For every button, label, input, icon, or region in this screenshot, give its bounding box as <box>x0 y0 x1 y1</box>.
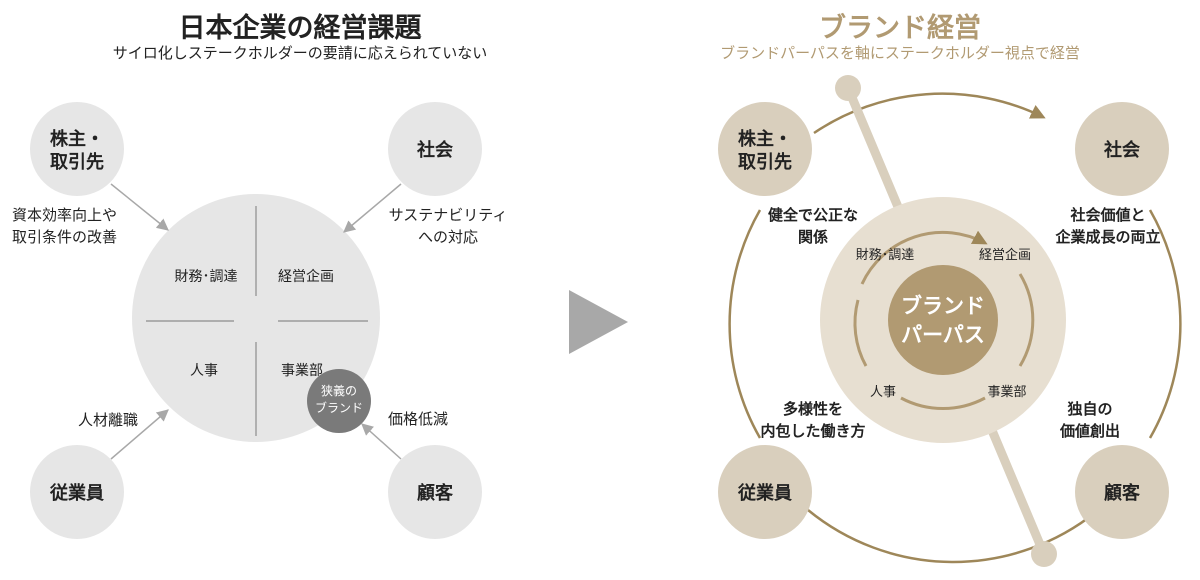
right-dept-hr: 人事 <box>870 385 896 400</box>
dept-hr: 人事 <box>190 363 218 379</box>
left-employees-label: 従業員 <box>49 482 104 504</box>
issue-customers: 価格低減 <box>388 410 448 428</box>
purpose-line1: ブランド <box>901 294 985 318</box>
left-shareholders-line1: 株主・ <box>50 128 104 150</box>
arrow-shareholders <box>110 183 169 231</box>
right-stakeholder-shareholders: 株主・ 取引先 <box>718 102 812 196</box>
right-society-label: 社会 <box>1104 139 1140 161</box>
value-shareholders-line1: 健全で公正な <box>768 206 858 224</box>
left-shareholders-line2: 取引先 <box>50 151 104 173</box>
left-stakeholder-customers: 顧客 <box>388 445 482 539</box>
outer-arc-top <box>813 92 1046 135</box>
dept-finance: 財務･調達 <box>175 269 238 285</box>
left-diagram: 財務･調達 経営企画 人事 事業部 狭義の ブランド 株主・ 取引先 社会 従業… <box>12 102 507 539</box>
left-customers-label: 顧客 <box>417 482 454 504</box>
inner-arc-right <box>1018 273 1035 367</box>
right-stakeholder-customers: 顧客 <box>1075 445 1169 539</box>
narrow-brand-badge: 狭義の ブランド <box>307 369 371 433</box>
outer-arc-bottom <box>807 509 1097 564</box>
transition-arrow <box>569 290 628 354</box>
issue-society-line1: サステナビリティ <box>389 206 508 224</box>
outer-arc-right <box>1148 209 1182 439</box>
right-customers-label: 顧客 <box>1104 482 1141 504</box>
right-subtitle: ブランドパーパスを軸にステークホルダー視点で経営 <box>720 44 1080 62</box>
narrow-brand-line2: ブランド <box>315 400 363 415</box>
arrow-employees <box>110 409 169 460</box>
left-society-label: 社会 <box>417 139 453 161</box>
right-shareholders-line2: 取引先 <box>738 151 792 173</box>
right-employees-label: 従業員 <box>737 482 792 504</box>
dept-planning: 経営企画 <box>278 268 334 285</box>
value-customers-line2: 価値創出 <box>1059 422 1120 440</box>
left-stakeholder-society: 社会 <box>388 102 482 196</box>
narrow-brand-line1: 狭義の <box>321 383 357 398</box>
left-title: 日本企業の経営課題 <box>178 13 422 44</box>
inner-arc-left <box>853 299 868 367</box>
value-customers-line1: 独自の <box>1067 400 1112 418</box>
right-dept-finance: 財務･調達 <box>856 248 915 263</box>
left-stakeholder-shareholders: 株主・ 取引先 <box>30 102 124 196</box>
brand-purpose-core: ブランド パーパス <box>888 265 998 375</box>
right-shareholders-line1: 株主・ <box>738 128 792 150</box>
dept-business: 事業部 <box>281 363 323 379</box>
axis-bottom-knob <box>1031 541 1057 567</box>
issue-shareholders-line1: 資本効率向上や <box>12 206 117 224</box>
inner-arc-bottom <box>900 396 986 411</box>
outer-arc-left <box>728 209 762 439</box>
issue-employees: 人材離職 <box>78 411 138 429</box>
right-diagram: ブランド パーパス 財務･調達 経営企画 人事 事業部 株主・ 取引先 社会 従… <box>718 75 1182 567</box>
value-society-line2: 企業成長の両立 <box>1054 228 1160 246</box>
arrow-customers <box>361 423 402 460</box>
right-title: ブランド経営 <box>819 13 981 44</box>
value-shareholders-line2: 関係 <box>798 228 828 246</box>
issue-shareholders-line2: 取引条件の改善 <box>12 228 117 246</box>
axis-top-knob <box>835 75 861 101</box>
purpose-line2: パーパス <box>901 323 985 347</box>
left-stakeholder-employees: 従業員 <box>30 445 124 539</box>
right-stakeholder-employees: 従業員 <box>718 445 812 539</box>
value-society-line1: 社会価値と <box>1069 206 1145 224</box>
right-stakeholder-society: 社会 <box>1075 102 1169 196</box>
value-employees-line1: 多様性を <box>783 400 843 418</box>
left-subtitle: サイロ化しステークホルダーの要請に応えられていない <box>112 44 488 62</box>
right-dept-business: 事業部 <box>987 384 1026 400</box>
arrow-society <box>343 183 402 233</box>
inner-arc-top <box>860 230 988 285</box>
issue-society-line2: への対応 <box>418 228 478 246</box>
value-employees-line2: 内包した働き方 <box>760 422 865 440</box>
right-dept-planning: 経営企画 <box>979 247 1031 263</box>
